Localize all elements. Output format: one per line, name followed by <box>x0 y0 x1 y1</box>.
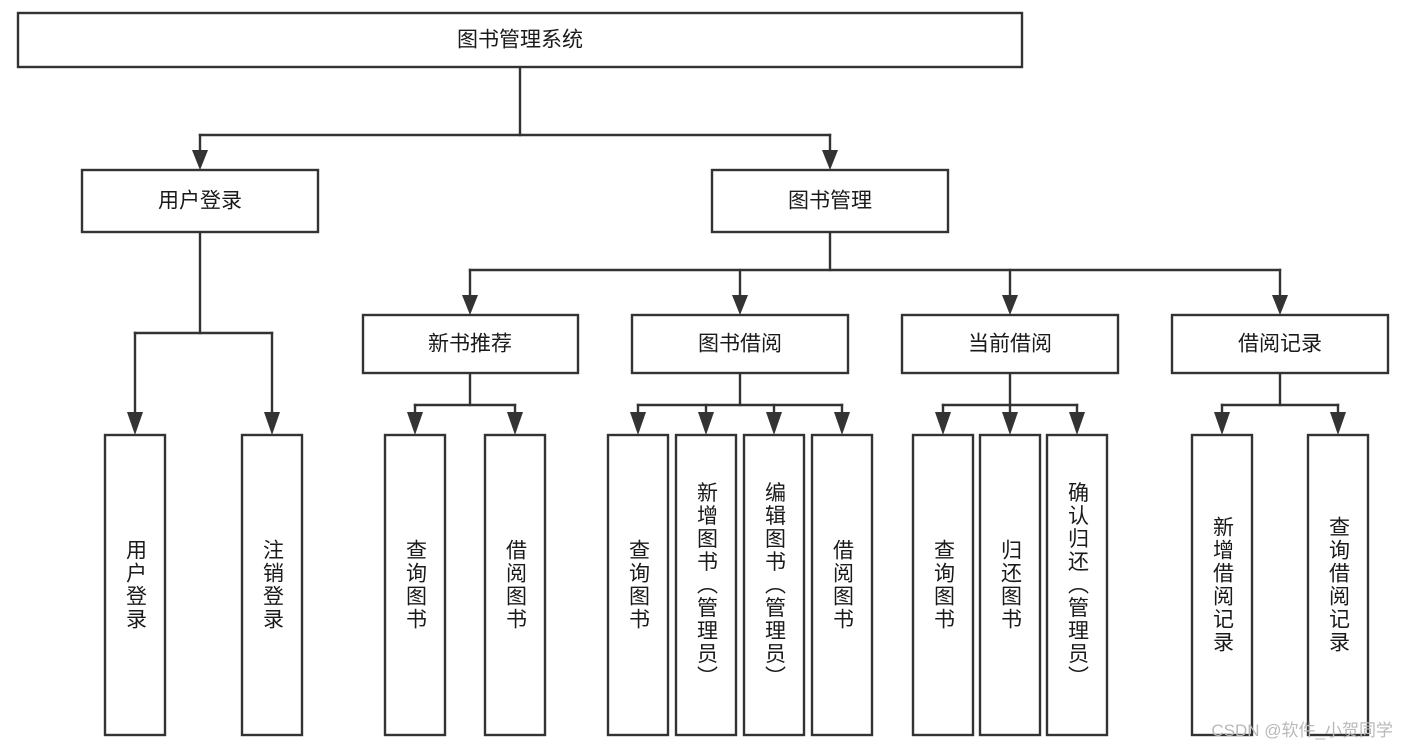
node-book-manage[interactable]: 图书管理 <box>710 168 950 234</box>
leaf-label-ul-1: 注销登录 <box>261 539 285 631</box>
leaf-box-bb-2[interactable] <box>742 433 806 737</box>
node-borrow-record-box[interactable] <box>1170 313 1390 375</box>
arrowhead-ul-leaf-0 <box>127 412 143 435</box>
leaf-box-cb-1[interactable] <box>978 433 1042 737</box>
node-borrow-record[interactable]: 借阅记录 <box>1170 313 1390 375</box>
leaf-label-cb-1: 归还图书 <box>999 539 1023 631</box>
arrowhead-book-borrow <box>732 295 748 315</box>
node-user-login-label: 用户登录 <box>158 190 242 213</box>
leaf-box-bb-3[interactable] <box>810 433 874 737</box>
arrowhead-user-login <box>192 150 208 170</box>
node-root[interactable]: 图书管理系统 <box>16 11 1024 69</box>
arrowhead-cb-leaf-2 <box>1069 412 1085 435</box>
node-leaf[interactable]: 新增借阅记录 <box>1190 433 1254 737</box>
leaf-label-ul-0: 用户登录 <box>124 539 148 631</box>
node-leaf[interactable]: 查询图书 <box>383 433 447 737</box>
arrowhead-cb-leaf-0 <box>935 412 951 435</box>
watermark-text: CSDN @软件_小贺同学 <box>1211 721 1393 740</box>
node-new-book-recommend-label: 新书推荐 <box>428 333 512 356</box>
leaf-label-nb-1: 借阅图书 <box>504 539 528 631</box>
node-leaf[interactable]: 查询图书 <box>606 433 670 737</box>
node-leaf[interactable]: 注销登录 <box>240 433 304 737</box>
node-book-borrow-label: 图书借阅 <box>698 333 782 356</box>
arrowhead-nb-leaf-0 <box>407 412 423 435</box>
node-leaf[interactable]: 查询图书 <box>911 433 975 737</box>
node-leaf[interactable]: 查询借阅记录 <box>1306 433 1370 737</box>
arrowhead-bb-leaf-0 <box>630 412 646 435</box>
leaf-box-br-1[interactable] <box>1306 433 1370 737</box>
node-current-borrow-box[interactable] <box>900 313 1120 375</box>
leaf-box-cb-0[interactable] <box>911 433 975 737</box>
node-book-borrow[interactable]: 图书借阅 <box>630 313 850 375</box>
leaf-label-bb-2: 编辑图书（管理员） <box>763 482 787 689</box>
leaf-label-bb-0: 查询图书 <box>627 539 651 631</box>
arrowhead-book-manage <box>822 150 838 170</box>
leaf-box-nb-0[interactable] <box>383 433 447 737</box>
arrowhead-br-leaf-1 <box>1330 412 1346 435</box>
leaf-box-ul-0[interactable] <box>103 433 167 737</box>
arrowhead-bb-leaf-2 <box>766 412 782 435</box>
node-book-manage-label: 图书管理 <box>788 190 872 213</box>
leaf-box-nb-1[interactable] <box>483 433 547 737</box>
leaf-box-bb-0[interactable] <box>606 433 670 737</box>
node-leaf[interactable]: 借阅图书 <box>483 433 547 737</box>
node-leaf[interactable]: 借阅图书 <box>810 433 874 737</box>
connector-group <box>127 65 1346 435</box>
node-user-login-box[interactable] <box>80 168 320 234</box>
node-book-borrow-box[interactable] <box>630 313 850 375</box>
node-current-borrow[interactable]: 当前借阅 <box>900 313 1120 375</box>
arrowhead-cb-leaf-1 <box>1002 412 1018 435</box>
node-new-book-recommend[interactable]: 新书推荐 <box>361 313 580 375</box>
leaf-label-bb-3: 借阅图书 <box>831 539 855 631</box>
leaf-label-bb-1: 新增图书（管理员） <box>695 482 719 689</box>
leaf-box-bb-1[interactable] <box>674 433 738 737</box>
node-leaf[interactable]: 归还图书 <box>978 433 1042 737</box>
arrowhead-current-borrow <box>1002 295 1018 315</box>
node-new-book-recommend-box[interactable] <box>361 313 580 375</box>
arrowhead-nb-leaf-1 <box>507 412 523 435</box>
node-leaf[interactable]: 编辑图书（管理员） <box>742 433 806 737</box>
arrowhead-borrow-record <box>1272 295 1288 315</box>
node-book-manage-box[interactable] <box>710 168 950 234</box>
node-root-box[interactable] <box>16 11 1024 69</box>
leaf-label-cb-2: 确认归还（管理员） <box>1066 482 1090 689</box>
node-user-login[interactable]: 用户登录 <box>80 168 320 234</box>
node-root-label: 图书管理系统 <box>457 29 583 52</box>
leaf-box-ul-1[interactable] <box>240 433 304 737</box>
arrowhead-new-book <box>462 295 478 315</box>
node-borrow-record-label: 借阅记录 <box>1238 333 1322 356</box>
arrowhead-br-leaf-0 <box>1214 412 1230 435</box>
leaf-label-br-0: 新增借阅记录 <box>1211 516 1235 654</box>
leaf-box-cb-2[interactable] <box>1045 433 1109 737</box>
arrowhead-ul-leaf-1 <box>264 412 280 435</box>
node-leaf[interactable]: 确认归还（管理员） <box>1045 433 1109 737</box>
node-leaf[interactable]: 新增图书（管理员） <box>674 433 738 737</box>
leaf-label-br-1: 查询借阅记录 <box>1327 516 1351 654</box>
leaf-box-br-0[interactable] <box>1190 433 1254 737</box>
arrowhead-bb-leaf-1 <box>698 412 714 435</box>
arrowhead-bb-leaf-3 <box>834 412 850 435</box>
node-leaf[interactable]: 用户登录 <box>103 433 167 737</box>
node-current-borrow-label: 当前借阅 <box>968 333 1052 356</box>
leaf-label-cb-0: 查询图书 <box>932 539 956 631</box>
leaf-label-nb-0: 查询图书 <box>404 539 428 631</box>
